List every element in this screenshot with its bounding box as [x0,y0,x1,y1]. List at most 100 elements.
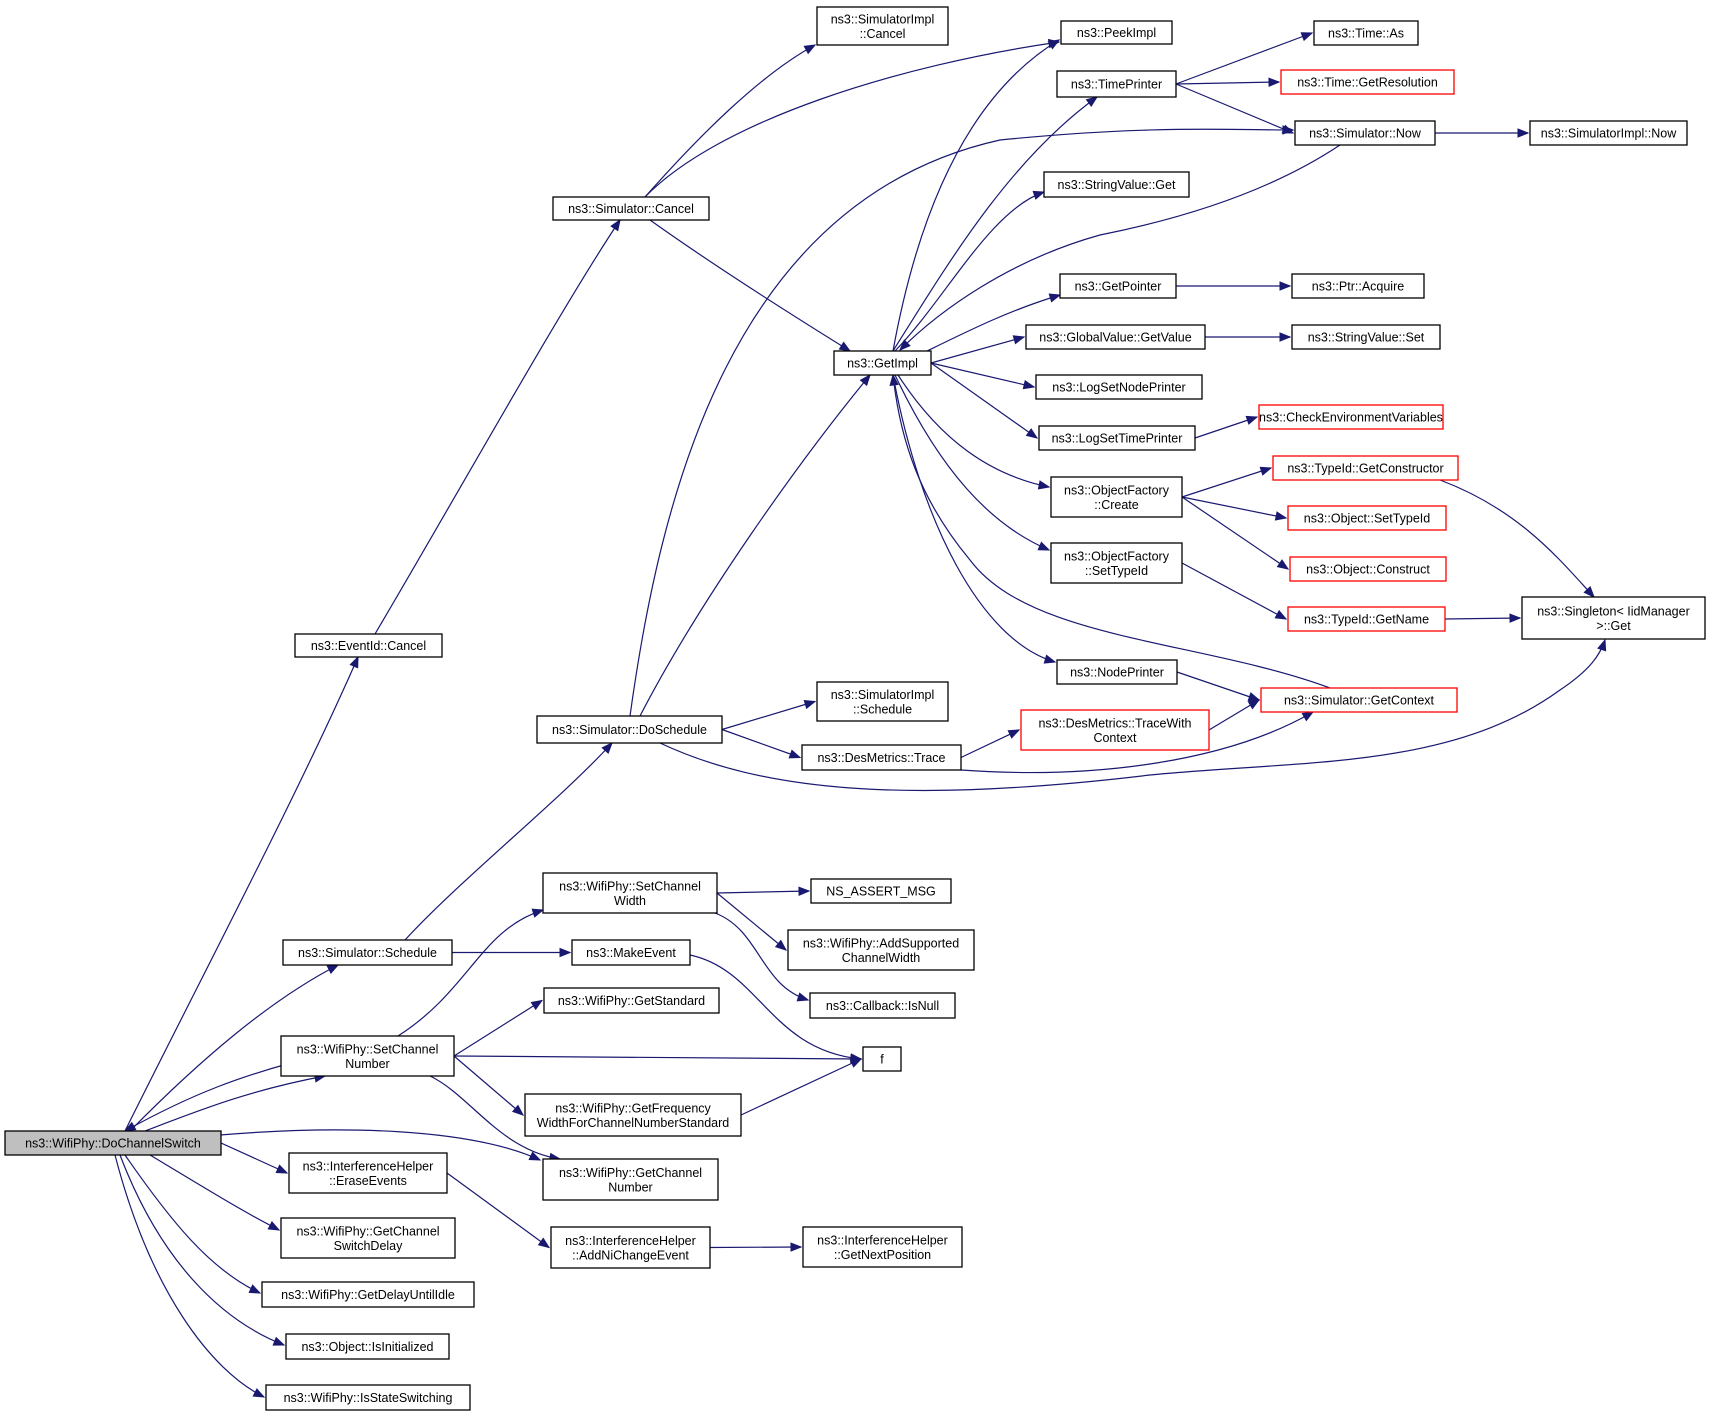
node-simimpl-cancel[interactable]: ns3::SimulatorImpl::Cancel [816,6,949,46]
node-timeprinter[interactable]: ns3::TimePrinter [1056,70,1177,98]
edge-line [899,144,1341,351]
node-label: ns3::EventId::Cancel [311,639,426,653]
call-edge-eventid_cancel-to-sim_cancel [374,218,621,635]
node-object-isinitialized[interactable]: ns3::Object::IsInitialized [285,1333,450,1360]
node-logsettimeprinter[interactable]: ns3::LogSetTimePrinter [1038,425,1196,451]
node-logsetnodeprinter[interactable]: ns3::LogSetNodePrinter [1035,374,1203,400]
node-wifi-isstateswitching[interactable]: ns3::WifiPhy::IsStateSwitching [265,1384,471,1411]
node-nodeprinter[interactable]: ns3::NodePrinter [1056,659,1178,685]
node-ptr-acquire[interactable]: ns3::Ptr::Acquire [1291,273,1425,299]
node-gv-getvalue[interactable]: ns3::GlobalValue::GetValue [1025,324,1206,350]
node-label: ns3::DesMetrics::Trace [817,751,945,765]
node-wifi-getdelayuntilidle[interactable]: ns3::WifiPhy::GetDelayUntilIdle [261,1281,475,1308]
node-objfactory-create[interactable]: ns3::ObjectFactory::Create [1050,476,1183,518]
node-stringvalue-get[interactable]: ns3::StringValue::Get [1043,171,1190,198]
node-time-getres[interactable]: ns3::Time::GetResolution [1280,69,1455,95]
node-ih-addnichange[interactable]: ns3::InterferenceHelper::AddNiChangeEven… [550,1226,711,1269]
edge-line [930,336,1025,364]
node-label: ns3::InterferenceHelper [565,1234,696,1248]
node-label: ns3::Object::IsInitialized [301,1340,433,1354]
node-box [543,987,720,1014]
node-box [1043,171,1190,198]
node-ih-getnextpos[interactable]: ns3::InterferenceHelper::GetNextPosition [802,1226,963,1268]
arrowhead-icon [531,908,545,918]
node-sim-now[interactable]: ns3::Simulator::Now [1294,120,1436,146]
node-time-as[interactable]: ns3::Time::As [1313,20,1419,46]
node-f[interactable]: f [862,1046,902,1072]
edge-line [397,909,544,1037]
node-simimpl-schedule[interactable]: ns3::SimulatorImpl::Schedule [816,681,949,722]
node-box [265,1384,471,1411]
node-callback-isnull[interactable]: ns3::Callback::IsNull [809,992,956,1019]
node-singleton-get[interactable]: ns3::Singleton< IidManager>::Get [1521,596,1706,640]
call-edge-objfactory_settypeid-to-typeid_getname [1181,562,1288,620]
node-label: ns3::WifiPhy::GetFrequency [555,1101,711,1115]
edge-line [894,374,1050,551]
node-label: ns3::SimulatorImpl [831,688,935,702]
node-sim-getcontext[interactable]: ns3::Simulator::GetContext [1260,687,1458,713]
arrowhead-icon [849,1058,863,1068]
node-sim-cancel[interactable]: ns3::Simulator::Cancel [552,196,710,221]
node-getimpl[interactable]: ns3::GetImpl [833,350,932,376]
node-getpointer[interactable]: ns3::GetPointer [1059,273,1177,299]
node-label: ns3::GlobalValue::GetValue [1039,331,1191,345]
edge-line [124,1154,261,1294]
node-makeevent[interactable]: ns3::MakeEvent [571,939,691,966]
edge-line [930,362,1038,439]
node-typeid-getname[interactable]: ns3::TypeId::GetName [1287,606,1446,632]
edge-line [716,890,810,894]
nodes-layer: ns3::WifiPhy::DoChannelSwitch ns3::EventI… [4,6,1706,1411]
node-sim-doschedule[interactable]: ns3::Simulator::DoSchedule [536,715,723,744]
node-typeid-getconstructor[interactable]: ns3::TypeId::GetConstructor [1272,455,1459,481]
node-eventid-cancel[interactable]: ns3::EventId::Cancel [294,633,443,658]
node-ns-assert-msg[interactable]: NS_ASSERT_MSG [810,878,952,904]
node-stringvalue-set[interactable]: ns3::StringValue::Set [1291,324,1441,350]
call-edge-typeid_getname-to-singleton_get [1444,613,1522,623]
call-edge-root-to-object_isinitialized [119,1154,286,1346]
node-object-construct[interactable]: ns3::Object::Construct [1289,556,1447,582]
call-edge-getimpl-to-objfactory_create [897,374,1051,490]
node-label: ns3::TimePrinter [1071,78,1162,92]
node-box [285,1333,450,1360]
node-wifi-getfreqwidth[interactable]: ns3::WifiPhy::GetFrequencyWidthForChanne… [524,1093,742,1137]
node-peekimpl[interactable]: ns3::PeekImpl [1060,20,1173,45]
node-label: Context [1093,731,1137,745]
node-box [1291,273,1425,299]
node-desmetrics-trace[interactable]: ns3::DesMetrics::Trace [801,744,962,771]
node-object-settypeid[interactable]: ns3::Object::SetTypeId [1287,505,1447,531]
node-wifi-getstandard[interactable]: ns3::WifiPhy::GetStandard [543,987,720,1014]
node-box [542,872,718,914]
edge-line [446,1172,550,1248]
node-label: ns3::ObjectFactory [1064,483,1170,497]
arrowhead-icon [899,339,911,351]
node-simimpl-now[interactable]: ns3::SimulatorImpl::Now [1529,120,1688,146]
node-ih-eraseevents[interactable]: ns3::InterferenceHelper::EraseEvents [288,1152,448,1194]
node-root[interactable]: ns3::WifiPhy::DoChannelSwitch [4,1130,222,1156]
edge-line [129,964,339,1132]
node-box [1260,687,1458,713]
edge-line [892,96,1098,352]
call-edge-gv_getvalue-to-stringvalue_set [1205,332,1292,342]
call-edge-typeid_getconstructor-to-singleton_get [1439,479,1595,598]
node-objfactory-settypeid[interactable]: ns3::ObjectFactory::SetTypeId [1050,542,1183,584]
call-edge-objfactory_create-to-typeid_getconstructor [1181,466,1273,498]
call-edge-sim_getcontext-to-getimpl [889,373,1331,689]
node-sim-schedule[interactable]: ns3::Simulator::Schedule [282,939,453,966]
edge-line [1181,496,1287,519]
node-checkenv[interactable]: ns3::CheckEnvironmentVariables [1258,404,1444,430]
node-box [280,1035,455,1077]
node-label: ns3::Simulator::DoSchedule [552,723,707,737]
edge-line [1194,416,1258,439]
node-box [1035,374,1203,400]
arrowhead-icon [275,1164,289,1174]
call-edge-sim_cancel-to-getimpl [649,219,852,352]
edge-line [149,1154,280,1231]
edge-line [114,1154,265,1398]
node-label: ns3::SimulatorImpl [831,12,935,26]
